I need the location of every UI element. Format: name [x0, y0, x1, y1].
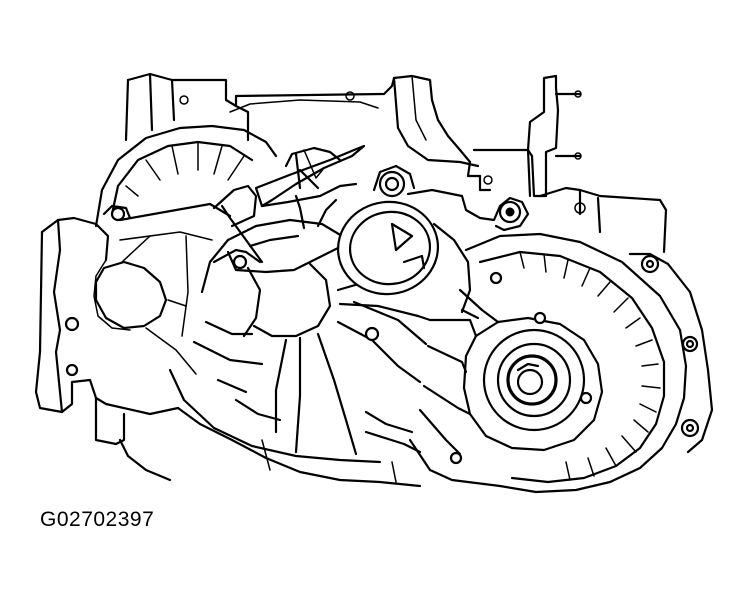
rear-housing [538, 186, 668, 254]
lower-case-edge [176, 406, 422, 488]
transaxle-case-line-drawing [34, 72, 714, 494]
shift-lever [212, 144, 366, 228]
main-case [168, 194, 432, 464]
mounting-bracket [472, 74, 582, 198]
left-bell-housing [94, 124, 278, 375]
left-housing [34, 216, 180, 482]
upper-ports [372, 160, 530, 232]
figure-id-label: G02702397 [40, 508, 155, 531]
differential-housing [408, 232, 714, 494]
filler-ring [336, 200, 472, 314]
upper-housing [124, 72, 480, 168]
